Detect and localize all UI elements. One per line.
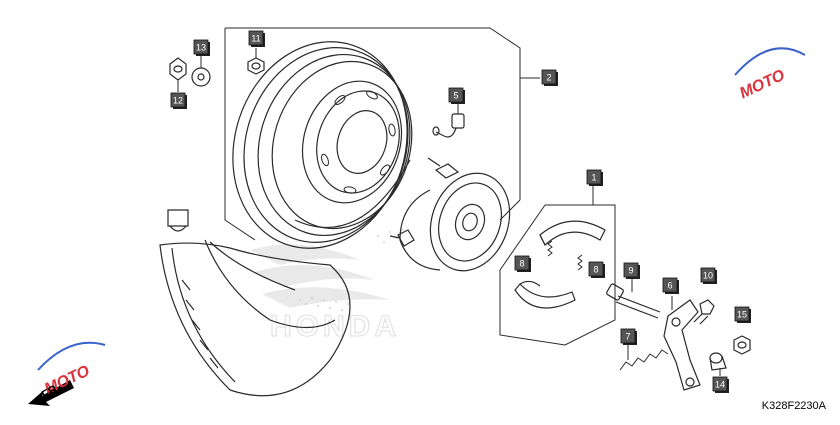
brake-arm-6 <box>663 299 701 391</box>
nut-15 <box>733 335 751 355</box>
callout-label: 15 <box>737 310 747 320</box>
brake-shoes <box>514 220 606 309</box>
callout-2: 2 <box>541 69 558 86</box>
callout-label: 1 <box>591 173 596 183</box>
front-direction-arrow <box>28 380 74 406</box>
callout-label: 5 <box>453 91 458 101</box>
moto-logo-top: MOTO <box>734 47 806 103</box>
callout-label: 9 <box>628 266 633 276</box>
figure-ref-code: K328F2230A <box>761 400 826 412</box>
callout-label: 10 <box>703 271 713 281</box>
callout-11: 11 <box>248 30 265 47</box>
tire <box>159 209 351 397</box>
callout-9: 9 <box>623 262 640 279</box>
callout-5: 5 <box>448 87 465 104</box>
svg-text:MOTO: MOTO <box>737 67 788 103</box>
watermark-text: HONDA <box>270 310 400 343</box>
nut-11 <box>247 57 265 75</box>
wheel-rim <box>232 41 413 249</box>
callout-label: 14 <box>715 380 725 390</box>
callout-label: 6 <box>667 281 672 291</box>
collar-14 <box>709 352 727 371</box>
bolt-10 <box>693 299 715 325</box>
callout-label: 11 <box>251 34 260 44</box>
bolt-9 <box>606 283 661 319</box>
air-valve <box>432 113 465 138</box>
callout-8: 8 <box>514 255 531 272</box>
honda-watermark: HONDA <box>250 244 400 344</box>
callout-label: 7 <box>625 332 630 342</box>
callout-1: 1 <box>586 169 603 186</box>
brake-springs <box>547 240 583 271</box>
washer-13 <box>191 67 211 87</box>
wheel-leader-box <box>225 27 540 79</box>
callout-7: 7 <box>620 328 637 345</box>
callout-8: 8 <box>588 261 605 278</box>
callout-label: 8 <box>593 265 598 275</box>
rim-holes <box>321 90 396 194</box>
callout-label: 2 <box>546 73 551 83</box>
callout-label: 13 <box>196 43 206 53</box>
nut-12 <box>169 57 187 81</box>
callout-12: 12 <box>170 92 187 109</box>
callout-15: 15 <box>734 306 751 323</box>
callout-14: 14 <box>712 376 729 393</box>
callout-label: 8 <box>519 259 524 269</box>
callout-6: 6 <box>662 277 679 294</box>
callout-13: 13 <box>193 39 210 56</box>
callout-label: 12 <box>173 96 183 106</box>
brake-shoe-box <box>499 204 616 346</box>
spring-7 <box>619 349 669 371</box>
rear-hub <box>389 157 511 272</box>
callout-10: 10 <box>700 267 717 284</box>
